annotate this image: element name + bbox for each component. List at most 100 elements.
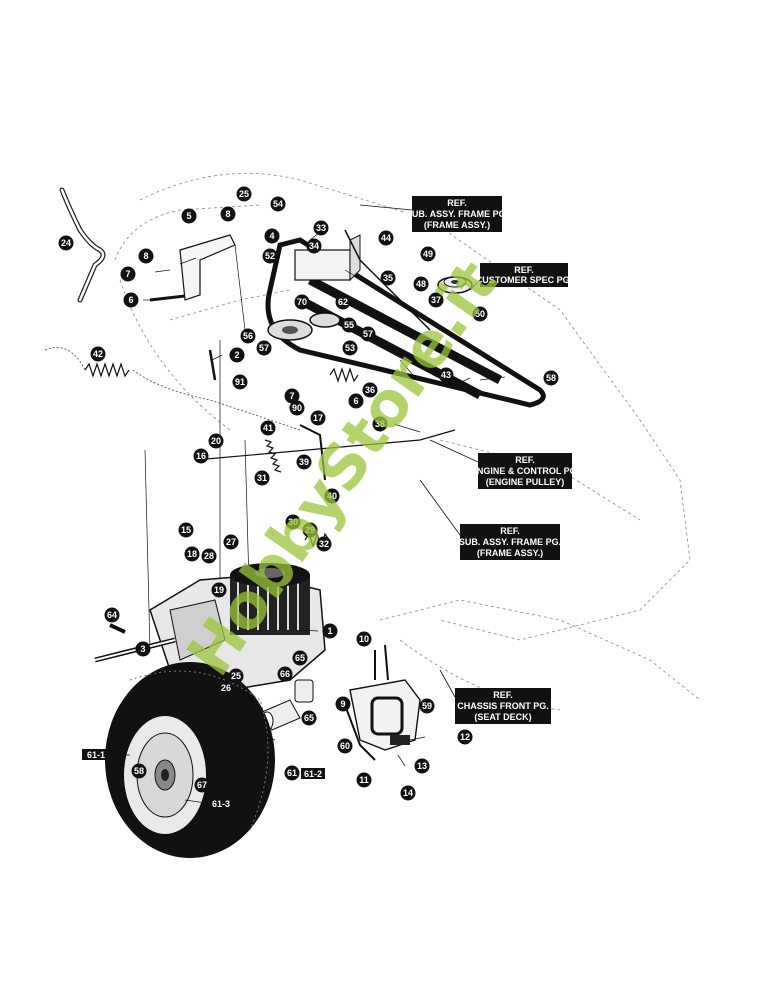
callout-number: 20 xyxy=(211,436,221,446)
callout-number: 27 xyxy=(226,537,236,547)
callout-number: 6 xyxy=(128,295,133,305)
callout-number: 42 xyxy=(93,349,103,359)
callout-bubble xyxy=(310,410,326,426)
callout-part-6: 6 xyxy=(123,292,139,308)
callout-bubble xyxy=(289,400,305,416)
callout-number: 57 xyxy=(259,343,269,353)
callout-bubble xyxy=(306,238,322,254)
callout-number: 26 xyxy=(221,683,231,693)
callout-number: 12 xyxy=(460,732,470,742)
callout-number: 60 xyxy=(340,741,350,751)
callout-number: 29 xyxy=(305,525,315,535)
tag-61-3-text: 61-3 xyxy=(212,799,230,809)
spring-42 xyxy=(84,362,130,378)
callout-number: 7 xyxy=(289,391,294,401)
callout-part-48: 48 xyxy=(413,276,429,292)
callout-bubble xyxy=(262,248,278,264)
callout-bubble xyxy=(342,340,358,356)
callout-part-58: 58 xyxy=(131,763,147,779)
callout-part-41: 41 xyxy=(260,420,276,436)
callout-part-18: 18 xyxy=(184,546,200,562)
callout-number: 65 xyxy=(295,653,305,663)
callout-bubble xyxy=(360,326,376,342)
callout-number: 15 xyxy=(181,525,191,535)
callout-number: 37 xyxy=(431,295,441,305)
callout-part-17: 17 xyxy=(310,410,326,426)
callout-part-25: 25 xyxy=(228,668,244,684)
callout-bubble xyxy=(400,785,416,801)
callout-number: 67 xyxy=(197,780,207,790)
callout-bubble xyxy=(316,536,332,552)
callout-part-53: 53 xyxy=(342,340,358,356)
callout-bubble xyxy=(457,729,473,745)
ref-box-customer-spec: REF. CUSTOMER SPEC PG. xyxy=(476,263,572,287)
callout-number: 17 xyxy=(313,413,323,423)
bolt-6 xyxy=(149,294,186,302)
callout-part-49: 49 xyxy=(420,246,436,262)
callout-bubble xyxy=(284,388,300,404)
ref-box-frame-mid: REF. SUB. ASSY. FRAME PG. (FRAME ASSY.) xyxy=(459,524,561,560)
bushing-66 xyxy=(294,679,314,703)
callout-part-6: 6 xyxy=(348,393,364,409)
callout-bubble xyxy=(362,382,378,398)
callout-bubble xyxy=(302,522,318,538)
callout-bubble xyxy=(372,416,388,432)
callout-bubble xyxy=(201,548,217,564)
callout-part-19: 19 xyxy=(211,582,227,598)
ref-chassis-line-3: (SEAT DECK) xyxy=(474,712,531,722)
callout-part-7: 7 xyxy=(284,388,300,404)
callout-bubble xyxy=(285,514,301,530)
callout-bubble xyxy=(324,488,340,504)
callout-number: 40 xyxy=(327,491,337,501)
callout-number: 65 xyxy=(304,713,314,723)
callout-bubble xyxy=(296,454,312,470)
callout-part-12: 12 xyxy=(457,729,473,745)
callout-number: 32 xyxy=(319,539,329,549)
callout-part-38: 38 xyxy=(372,416,388,432)
callout-number: 91 xyxy=(235,377,245,387)
callout-number: 70 xyxy=(297,297,307,307)
callout-part-11: 11 xyxy=(356,772,372,788)
ref-customer-line-1: REF. xyxy=(514,265,534,275)
callout-part-14: 14 xyxy=(400,785,416,801)
ref-box-frame-top: REF. SUB. ASSY. FRAME PG. (FRAME ASSY.) xyxy=(406,196,508,232)
callout-number: 49 xyxy=(423,249,433,259)
callout-part-33: 33 xyxy=(313,220,329,236)
callout-part-61: 61 xyxy=(284,765,300,781)
callout-bubble xyxy=(264,228,280,244)
callout-part-57: 57 xyxy=(256,340,272,356)
rod-2 xyxy=(208,349,217,381)
callout-number: 35 xyxy=(383,273,393,283)
callout-number: 3 xyxy=(140,644,145,654)
ref-engine-line-2: ENGINE & CONTROL PG. xyxy=(471,466,579,476)
callout-part-32: 32 xyxy=(316,536,332,552)
callout-number: 7 xyxy=(125,269,130,279)
callout-bubble xyxy=(181,208,197,224)
callout-part-65: 65 xyxy=(292,650,308,666)
callout-bubble xyxy=(194,777,210,793)
callout-number: 2 xyxy=(234,350,239,360)
callout-number: 30 xyxy=(288,517,298,527)
callout-number: 41 xyxy=(263,423,273,433)
callout-number: 31 xyxy=(257,473,267,483)
callout-number: 58 xyxy=(546,373,556,383)
transaxle xyxy=(149,563,326,691)
callout-bubble xyxy=(256,340,272,356)
callout-bubble xyxy=(313,220,329,236)
callout-bubble xyxy=(413,276,429,292)
tag-61-2: 61-2 xyxy=(301,768,325,779)
callout-part-66: 66 xyxy=(277,666,293,682)
callout-bubble xyxy=(208,433,224,449)
pulley-48 xyxy=(437,276,473,294)
callout-bubble xyxy=(414,758,430,774)
callout-bubble xyxy=(178,522,194,538)
ref-customer-line-2: CUSTOMER SPEC PG. xyxy=(476,275,572,285)
callout-bubble xyxy=(472,306,488,322)
callout-number: 25 xyxy=(231,671,241,681)
callout-bubble xyxy=(104,607,120,623)
rod-35 xyxy=(344,229,431,331)
callout-part-50: 50 xyxy=(472,306,488,322)
callout-part-34: 34 xyxy=(306,238,322,254)
callout-bubble xyxy=(220,206,236,222)
